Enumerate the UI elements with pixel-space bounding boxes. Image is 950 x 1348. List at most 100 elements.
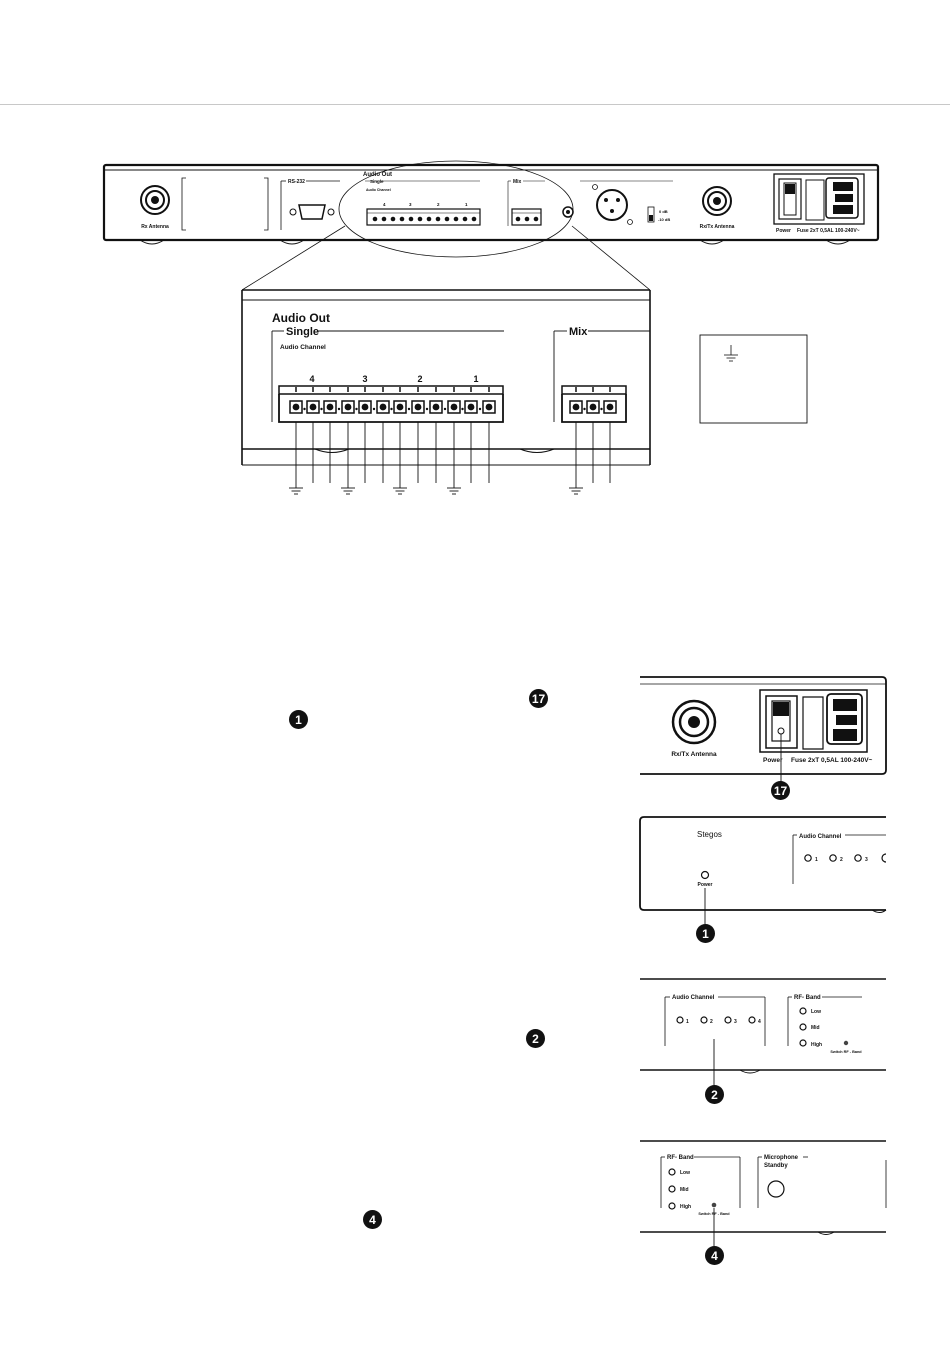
rear-panel-body bbox=[102, 163, 880, 242]
callout-17-text: 17 bbox=[529, 689, 548, 708]
rear-single-label: Single bbox=[370, 179, 384, 184]
single-pin-5 bbox=[358, 387, 376, 414]
svg-text:4: 4 bbox=[383, 202, 386, 207]
rear-mix-label: Mix bbox=[513, 179, 522, 185]
mix-pin-2 bbox=[586, 387, 603, 414]
zoom-mix-terminal-block bbox=[561, 385, 627, 423]
single-pin-11 bbox=[464, 387, 482, 414]
svg-text:1: 1 bbox=[815, 857, 818, 863]
mix-pin-1 bbox=[569, 387, 586, 414]
rear-single-terminal-block bbox=[366, 208, 481, 226]
zoom-mix-label: Mix bbox=[569, 326, 588, 338]
rx-antenna-label: Rx Antenna bbox=[141, 224, 169, 230]
detail-ch-led-4 bbox=[748, 1016, 756, 1024]
detail-ch-led-3 bbox=[724, 1016, 732, 1024]
legend-box bbox=[699, 334, 808, 424]
zoom-audio-channel-label: Audio Channel bbox=[280, 344, 326, 351]
single-pin-1 bbox=[289, 387, 306, 414]
rxtx-antenna-connector bbox=[702, 186, 732, 216]
detail-standby-button bbox=[767, 1180, 785, 1198]
single-pin-7 bbox=[393, 387, 411, 414]
detail-power-diagram: Rx/Tx Antenna Power Fuse 2xT 0,5AL 100-2… bbox=[640, 676, 887, 783]
lead-4 bbox=[341, 422, 355, 495]
detail-microphone-label: Microphone bbox=[764, 1155, 799, 1161]
svg-text:2: 2 bbox=[710, 1019, 713, 1025]
svg-text:4: 4 bbox=[758, 1019, 761, 1025]
detail-power-label: Power bbox=[763, 757, 783, 764]
level-0db: 0 dB bbox=[659, 209, 668, 214]
detail-ch-led-2 bbox=[700, 1016, 708, 1024]
zoom-audio-out-label: Audio Out bbox=[272, 311, 330, 325]
rear-panel-diagram: Rx Antenna RS-232 Audio Out Single Audio… bbox=[102, 160, 880, 291]
svg-text:Mid: Mid bbox=[680, 1187, 689, 1193]
callout-4-text: 4 bbox=[363, 1210, 382, 1229]
rear-audio-out-label: Audio Out bbox=[363, 172, 392, 178]
legend-ground-symbol bbox=[724, 345, 738, 362]
callout-2-detail: 2 bbox=[705, 1085, 724, 1104]
callout-1-detail: 1 bbox=[696, 924, 715, 943]
zoom-ellipse bbox=[338, 160, 574, 258]
svg-text:High: High bbox=[811, 1042, 822, 1048]
single-pin-9 bbox=[429, 387, 447, 414]
rs232-label: RS-232 bbox=[288, 179, 305, 185]
callout-2-text: 2 bbox=[526, 1029, 545, 1048]
svg-text:High: High bbox=[680, 1204, 691, 1210]
zoom-channel-3: 3 bbox=[362, 374, 367, 384]
single-pin-10 bbox=[447, 387, 464, 414]
rear-fuse-label: Fuse 2xT 0,5AL 100-240V~ bbox=[797, 228, 860, 234]
detail-rxtx-label: Rx/Tx Antenna bbox=[671, 751, 717, 758]
detail-rf-label: RF- Band bbox=[667, 1155, 694, 1161]
rs232-connector bbox=[289, 204, 335, 220]
callout-4-detail: 4 bbox=[705, 1246, 724, 1265]
top-rule bbox=[0, 104, 950, 105]
lead-7 bbox=[393, 422, 407, 495]
svg-text:Switch RF - Band: Switch RF - Band bbox=[830, 1050, 862, 1054]
lead-10 bbox=[447, 422, 461, 495]
detail-power-module bbox=[759, 689, 868, 753]
level-switch bbox=[647, 206, 655, 223]
rxtx-antenna-label: Rx/Tx Antenna bbox=[700, 224, 735, 230]
rx-antenna-connector bbox=[140, 185, 170, 215]
rear-mix-terminal-block bbox=[511, 208, 542, 226]
single-pin-6 bbox=[376, 387, 393, 414]
detail-front-led-2 bbox=[829, 854, 837, 862]
xlr-connector bbox=[580, 180, 673, 225]
mix-pin-3 bbox=[603, 387, 617, 414]
detail-front-power-label: Power bbox=[697, 882, 712, 888]
svg-text:1: 1 bbox=[686, 1019, 689, 1025]
lead-13 bbox=[569, 422, 583, 495]
rear-power-label: Power bbox=[776, 228, 791, 234]
svg-text:Low: Low bbox=[811, 1009, 821, 1015]
callout-17-detail: 17 bbox=[771, 781, 790, 800]
detail-power-led bbox=[700, 870, 710, 880]
detail-ch-rf-band: RF- Band bbox=[794, 995, 821, 1001]
zoom-channel-4: 4 bbox=[309, 374, 314, 384]
detail-channels-diagram: Audio Channel 1 2 3 4 RF- Band Low Mid H… bbox=[640, 978, 886, 1085]
zoom-single-label: Single bbox=[286, 326, 319, 338]
detail-standby-label: Standby bbox=[764, 1163, 788, 1169]
detail-rxtx-antenna bbox=[671, 699, 717, 745]
audio-out-zoom-diagram: Audio Out Single Audio Channel 4 3 2 1 M… bbox=[241, 289, 808, 495]
rear-audio-channel-label: Audio Channel bbox=[366, 188, 391, 192]
svg-text:3: 3 bbox=[734, 1019, 737, 1025]
svg-text:3: 3 bbox=[865, 857, 868, 863]
svg-text:Low: Low bbox=[680, 1170, 690, 1176]
svg-text:2: 2 bbox=[437, 202, 440, 207]
zoom-channel-1: 1 bbox=[473, 374, 478, 384]
detail-front-led-3 bbox=[854, 854, 862, 862]
detail-front-diagram: Stegos Power Audio Channel 1 2 3 bbox=[639, 816, 887, 924]
detail-rf-diagram: RF- Band Low Mid High Switch RF - Band M… bbox=[640, 1140, 887, 1246]
zoom-channel-2: 2 bbox=[417, 374, 422, 384]
detail-front-audio-channel: Audio Channel bbox=[799, 834, 842, 840]
detail-brand: Stegos bbox=[697, 830, 722, 839]
detail-ch-audio-channel: Audio Channel bbox=[672, 995, 715, 1001]
level-10db: -10 dB bbox=[658, 217, 670, 222]
detail-ch-led-1 bbox=[676, 1016, 684, 1024]
svg-text:1: 1 bbox=[465, 202, 468, 207]
single-pin-3 bbox=[323, 387, 341, 414]
svg-text:Mid: Mid bbox=[811, 1025, 820, 1031]
power-module bbox=[773, 173, 865, 225]
detail-front-led-1 bbox=[804, 854, 812, 862]
single-pin-12 bbox=[482, 387, 496, 414]
svg-text:3: 3 bbox=[409, 202, 412, 207]
